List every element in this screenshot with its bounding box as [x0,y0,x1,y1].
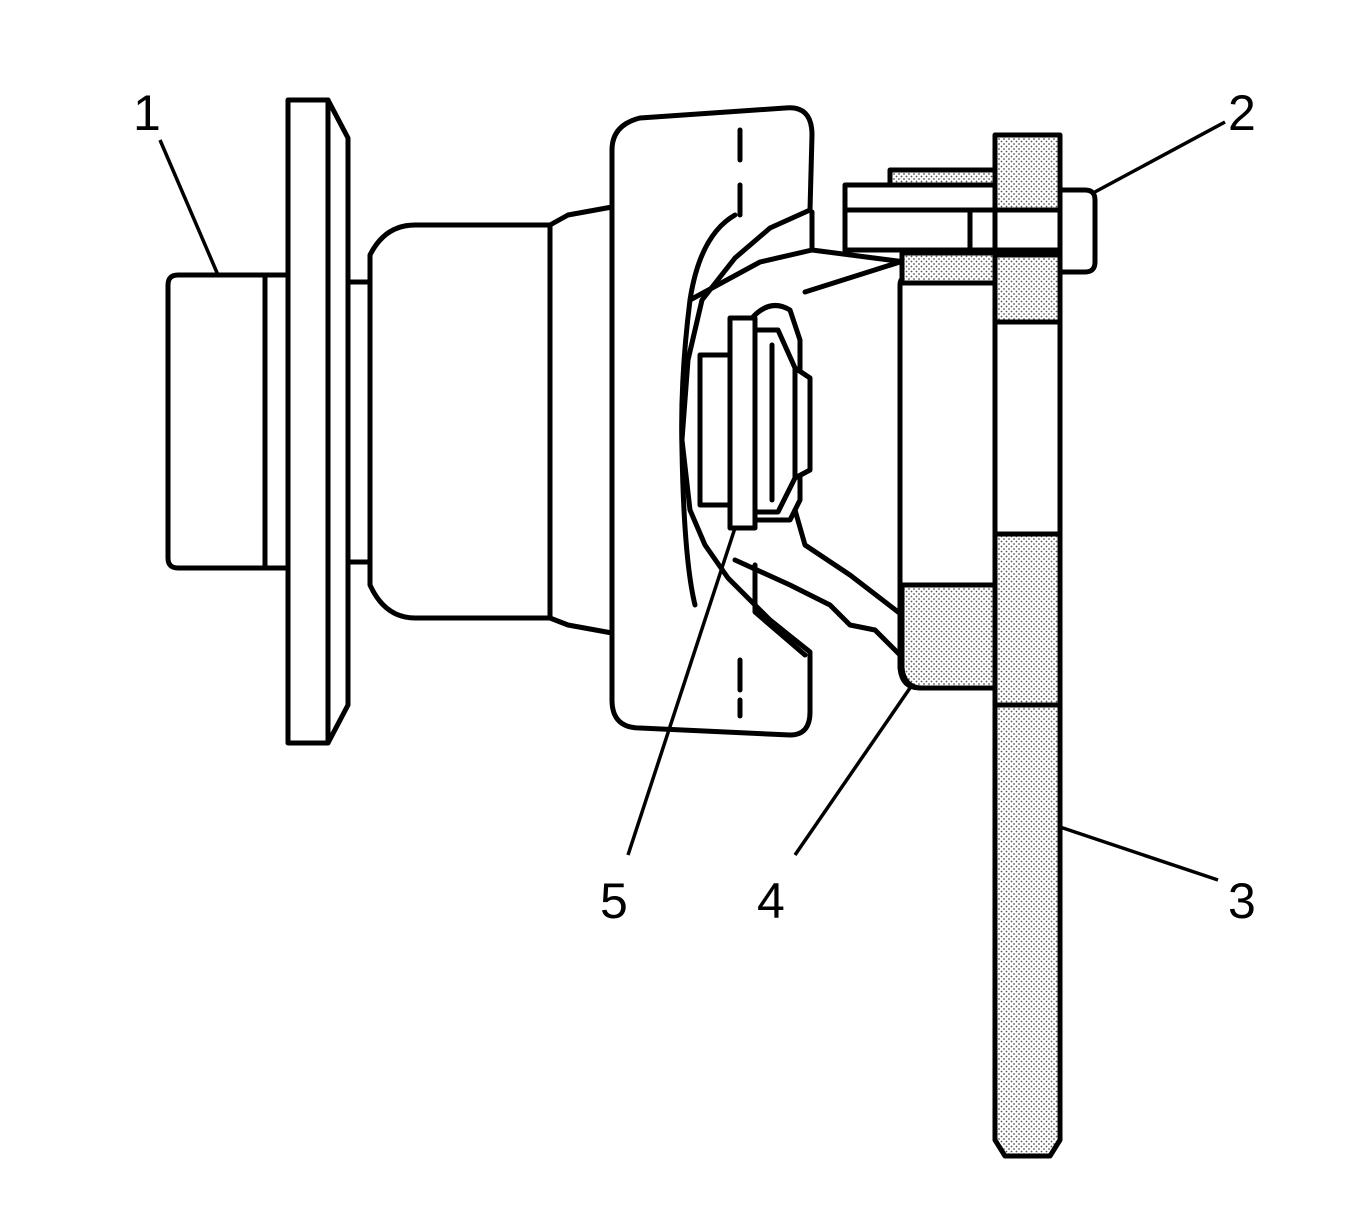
collar [345,279,373,565]
bolt-head [1057,187,1098,275]
callout-labels: 1 2 3 4 5 [133,85,1256,929]
mounting-block [792,250,998,691]
callout-1: 1 [133,85,161,141]
flange [285,97,351,746]
bar-bottom [992,531,1063,1159]
bar-tool [992,132,1063,1159]
leader-line-3 [1059,825,1219,882]
callout-4: 4 [757,873,785,929]
bolt-shank-inner [842,207,973,253]
housing-taper [547,204,615,636]
leader-line-2 [1092,120,1226,195]
leader-lines [158,120,1226,882]
leader-line-5 [626,527,737,856]
block-shaded-lower [899,582,998,691]
block-shaded-upper [899,250,998,286]
hub-shaft-assembly [165,97,615,746]
stub-shaft [165,272,291,571]
knuckle-plate [609,105,815,738]
callout-2: 2 [1228,85,1256,141]
nut-washer-assembly [697,303,813,531]
leader-line-1 [158,139,220,276]
callout-3: 3 [1228,873,1256,929]
callout-5: 5 [600,873,628,929]
leader-line-4 [793,687,912,856]
stud-block [697,352,733,508]
bar-middle [992,319,1063,537]
bearing-housing [367,222,553,621]
washer [727,315,758,531]
knuckle-body [609,105,908,738]
